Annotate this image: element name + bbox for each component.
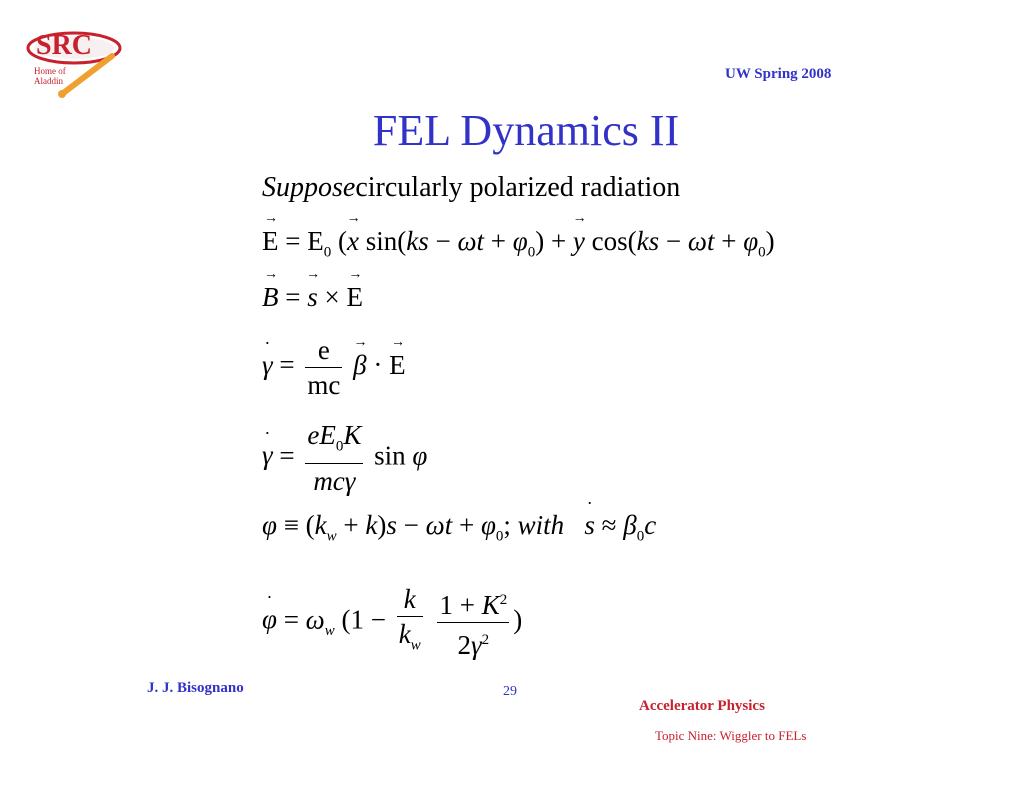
equation-e-field: E = E0 (x sin(ks − ωt + φ0) + y cos(ks −… bbox=[262, 226, 775, 261]
logo-subtitle: Home of Aladdin bbox=[34, 66, 74, 86]
page-title: FEL Dynamics II bbox=[372, 106, 680, 155]
intro-rest: circularly polarized radiation bbox=[355, 172, 681, 203]
logo-text: SRC bbox=[36, 30, 93, 61]
equation-gamma-dot-1: γ = emc β · E bbox=[262, 333, 406, 402]
intro-line: Supposecircularly polarized radiation bbox=[262, 172, 680, 204]
src-logo: SRC Home of Aladdin bbox=[26, 28, 136, 100]
footer-course: Accelerator Physics bbox=[639, 698, 765, 714]
equation-b-field: B = s × E bbox=[262, 282, 363, 313]
header-term: UW Spring 2008 bbox=[725, 66, 832, 82]
logo-subtitle-text: Home of Aladdin bbox=[34, 66, 66, 86]
footer-author: J. J. Bisognano bbox=[147, 680, 244, 696]
equation-phase-definition: φ ≡ (kw + k)s − ωt + φ0; with s ≈ β0c bbox=[262, 510, 656, 545]
footer-topic: Topic Nine: Wiggler to FELs bbox=[655, 728, 807, 743]
page-number: 29 bbox=[503, 684, 517, 699]
intro-italic: Suppose bbox=[262, 172, 356, 203]
logo-orbit-graphic bbox=[26, 31, 122, 98]
